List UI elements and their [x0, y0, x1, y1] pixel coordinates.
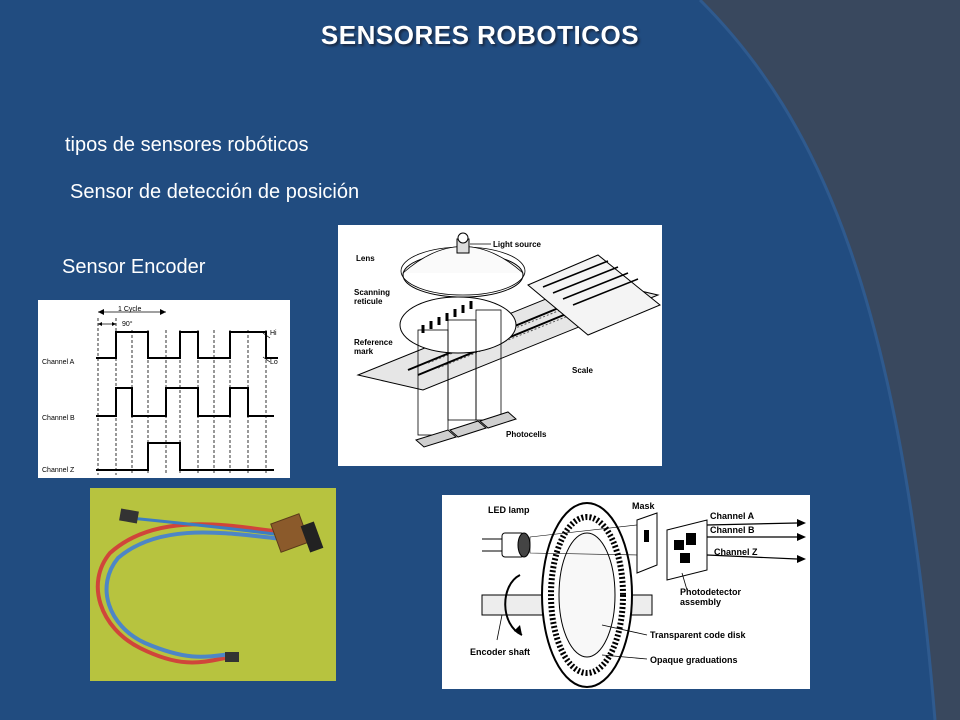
channel-z-label: Channel Z: [42, 467, 75, 474]
bullet-sensor-types: tipos de sensores robóticos: [65, 134, 309, 156]
level-lo-label: Lo: [270, 359, 278, 366]
photocells-label: Photocells: [506, 430, 547, 439]
channel-a-out-label: Channel A: [710, 511, 755, 521]
level-hi-label: Hi: [270, 330, 277, 337]
channel-z-out-label: Channel Z: [714, 547, 758, 557]
led-lamp-label: LED lamp: [488, 505, 530, 515]
scale-label: Scale: [572, 366, 593, 375]
rotary-encoder-diagram: LED lamp Mask Channel A Channel B Channe…: [442, 495, 810, 689]
bullet-position-sensor: Sensor de detección de posición: [70, 181, 360, 203]
encoder-sensor-photo: [90, 488, 336, 681]
phase-label: 90°: [122, 320, 133, 328]
cycle-label: 1 Cycle: [118, 306, 141, 313]
light-source-label: Light source: [493, 240, 542, 249]
channel-b-out-label: Channel B: [710, 525, 755, 535]
encoder-shaft-label: Encoder shaft: [470, 647, 530, 657]
slide-title: SENSORES ROBOTICOS: [320, 20, 640, 50]
opaque-graduations-label: Opaque graduations: [650, 655, 738, 665]
lens-label: Lens: [356, 254, 375, 263]
channel-b-label: Channel B: [42, 415, 75, 422]
code-disk-label: Transparent code disk: [650, 630, 747, 640]
bullet-encoder-sensor: Sensor Encoder: [62, 256, 206, 278]
channel-a-label: Channel A: [42, 359, 75, 366]
mask-label: Mask: [632, 501, 656, 511]
quadrature-waveform-figure: 1 Cycle 90° Hi Lo Channel A Channel B Ch…: [38, 300, 290, 478]
